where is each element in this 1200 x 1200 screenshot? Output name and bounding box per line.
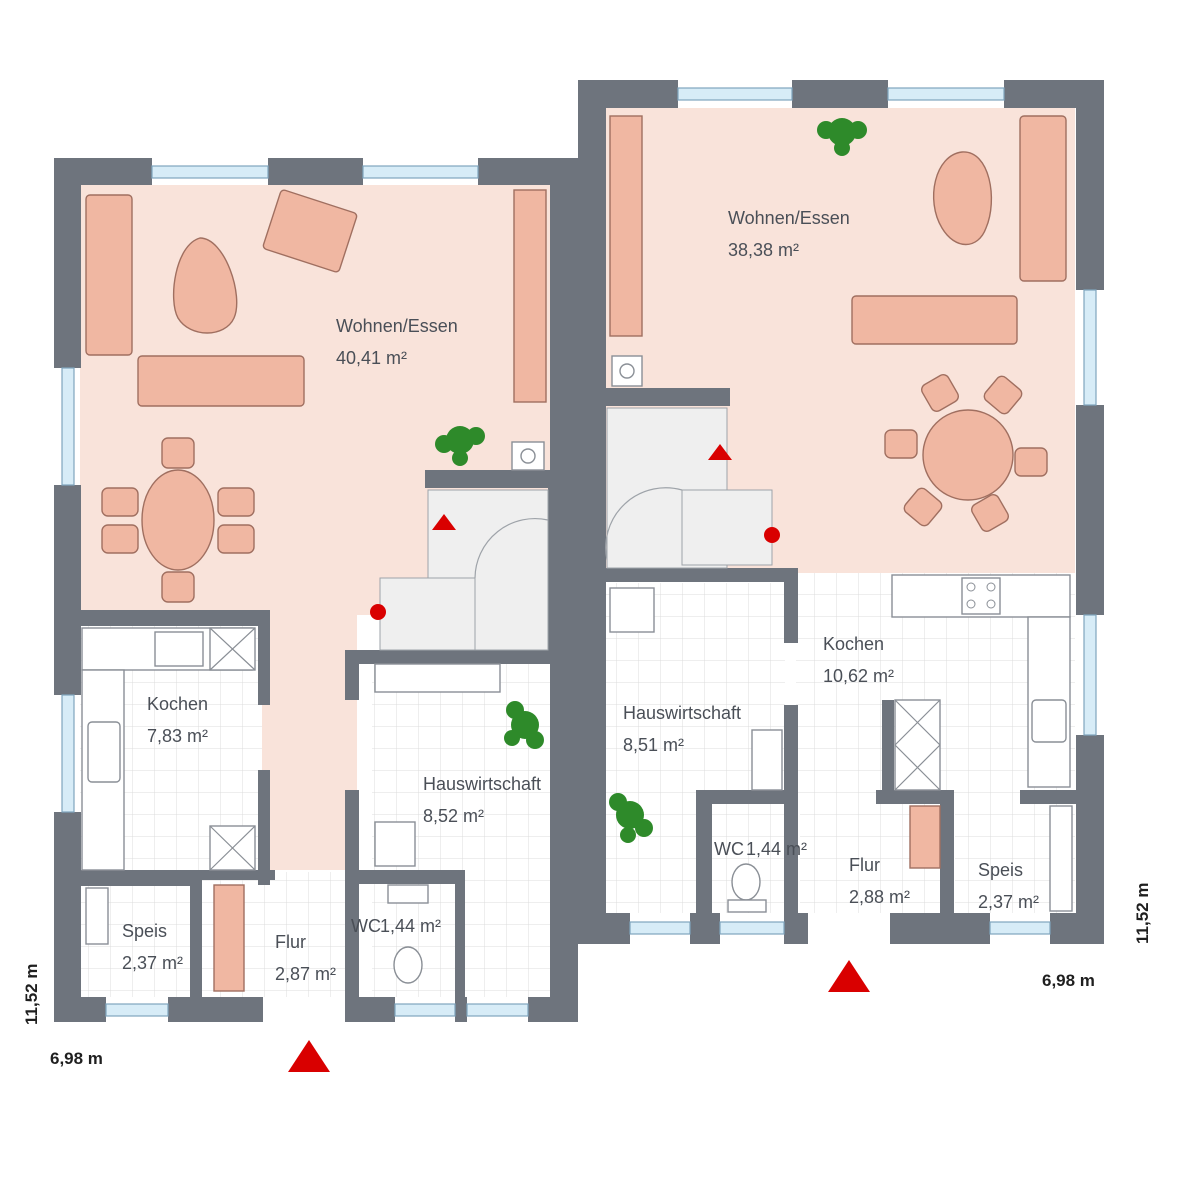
walls-left — [54, 158, 578, 1022]
room-area: 10,62 m² — [823, 666, 894, 686]
room-label: Hauswirtschaft — [423, 774, 541, 794]
room-area: 8,51 m² — [623, 735, 684, 755]
walls-right — [578, 80, 1104, 944]
room-label: Wohnen/Essen — [336, 316, 458, 336]
entrance-arrow-icon — [288, 1040, 330, 1072]
room-area: 2,37 m² — [122, 953, 183, 973]
stair-start-marker — [764, 527, 780, 543]
stair-direction-icon — [432, 514, 456, 530]
room-label: Kochen — [823, 634, 884, 654]
room-labels-right: Wohnen/Essen 38,38 m² Kochen 10,62 m² Ha… — [623, 208, 1039, 912]
sink-icon — [1031, 699, 1067, 743]
room-area: 2,88 m² — [849, 887, 910, 907]
room-area: 38,38 m² — [728, 240, 799, 260]
room-area: 1,44 m² — [380, 916, 441, 936]
plant-icon — [609, 793, 653, 843]
plant-icon — [817, 118, 867, 156]
room-label: WC — [351, 916, 381, 936]
width-dimension-right: 6,98 m — [1042, 971, 1095, 990]
room-area: 2,87 m² — [275, 964, 336, 984]
stair-direction-icon — [708, 444, 732, 460]
room-label: Flur — [849, 855, 880, 875]
stove-icon — [961, 577, 1001, 615]
windows-right — [629, 87, 1097, 935]
staircase-right — [605, 407, 780, 569]
depth-dimension-right: 11,52 m — [1133, 883, 1152, 944]
room-label: Wohnen/Essen — [728, 208, 850, 228]
room-area: 1,44 m² — [746, 839, 807, 859]
depth-dimension-left: 11,52 m — [22, 964, 41, 1025]
toilet-icon — [393, 946, 423, 984]
fixtures-left — [81, 441, 545, 984]
chimney-icon — [511, 441, 545, 471]
furniture-left — [85, 189, 547, 992]
room-label: Speis — [122, 921, 167, 941]
corridor-floor-left — [262, 600, 357, 870]
room-area: 8,52 m² — [423, 806, 484, 826]
room-area: 7,83 m² — [147, 726, 208, 746]
room-label: Flur — [275, 932, 306, 952]
plants-left — [435, 426, 544, 749]
fixtures-right — [609, 355, 1073, 913]
room-label: WC — [714, 839, 744, 859]
room-area: 2,37 m² — [978, 892, 1039, 912]
stair-start-marker — [370, 604, 386, 620]
house-left — [54, 158, 578, 1072]
sink-icon — [87, 721, 121, 783]
plant-icon — [504, 701, 544, 749]
room-label: Kochen — [147, 694, 208, 714]
staircase-left — [370, 489, 549, 651]
entrance-arrow-icon — [828, 960, 870, 992]
plant-icon — [435, 426, 485, 466]
room-labels-left: Wohnen/Essen 40,41 m² Kochen 7,83 m² Hau… — [122, 316, 541, 984]
toilet-icon — [731, 863, 761, 901]
furniture-right — [609, 115, 1067, 869]
room-label: Hauswirtschaft — [623, 703, 741, 723]
plants-right — [609, 118, 867, 843]
room-area: 40,41 m² — [336, 348, 407, 368]
windows-left — [61, 165, 529, 1017]
room-label: Speis — [978, 860, 1023, 880]
house-right — [578, 80, 1104, 992]
width-dimension-left: 6,98 m — [50, 1049, 103, 1068]
